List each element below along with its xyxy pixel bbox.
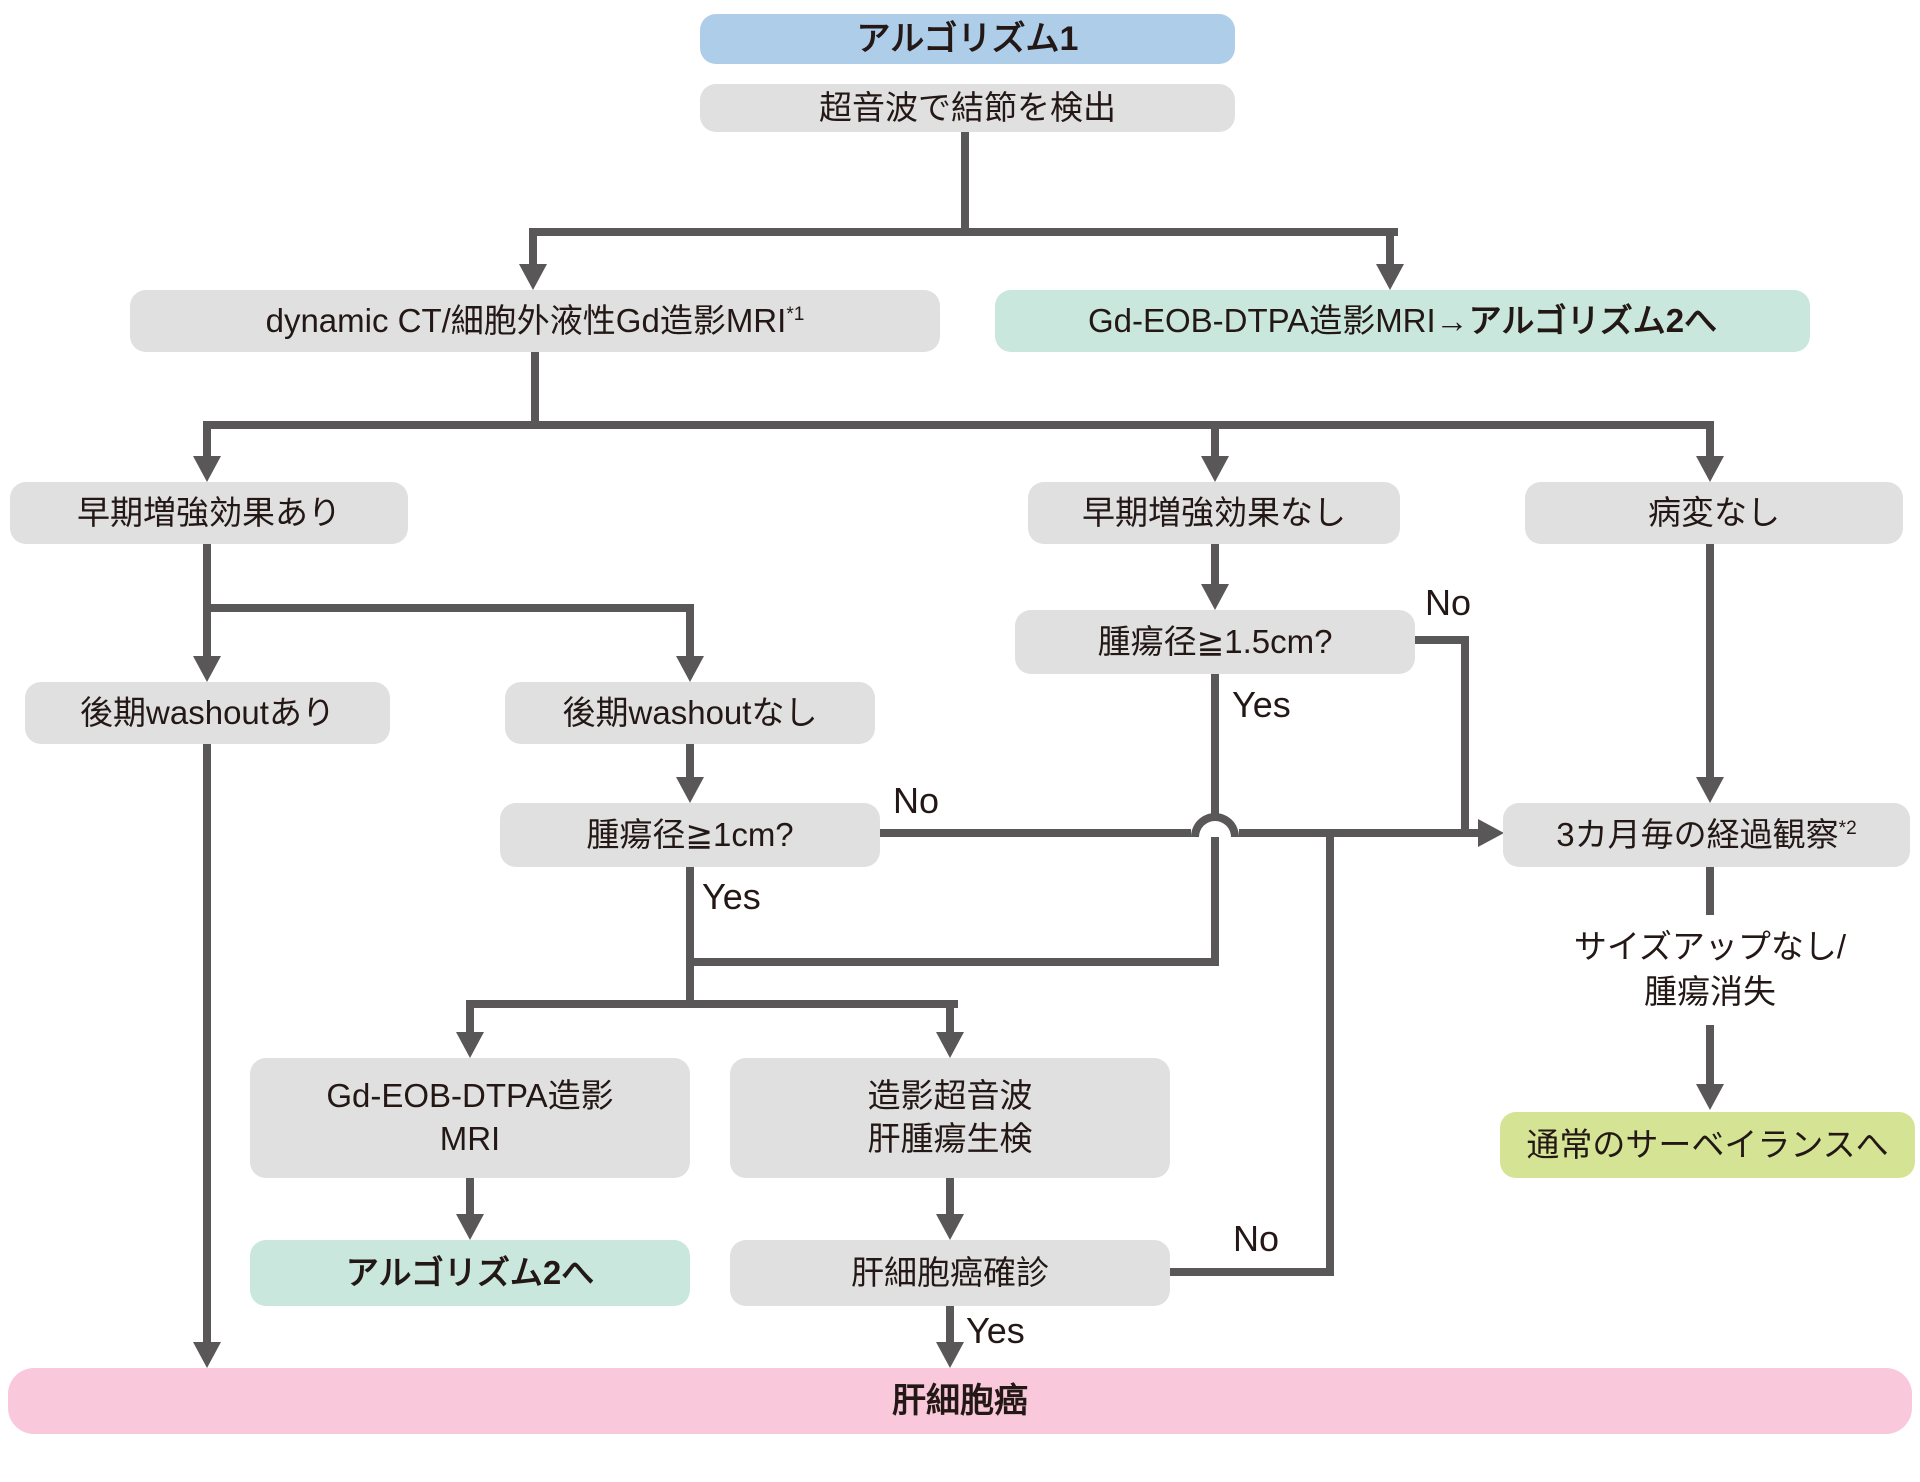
node-hcc-result: 肝細胞癌 <box>8 1368 1912 1434</box>
connector <box>946 1177 954 1216</box>
connector <box>203 544 211 604</box>
connector <box>946 1008 954 1034</box>
connector <box>1170 1268 1334 1276</box>
arrowhead-down-icon <box>936 1214 964 1240</box>
edge-label-no: No <box>893 780 940 821</box>
arrowhead-down-icon <box>676 777 704 803</box>
arrowhead-down-icon <box>936 1342 964 1368</box>
arrowhead-down-icon <box>456 1032 484 1058</box>
connector <box>1326 837 1334 1268</box>
edge-label-no: No <box>1425 582 1472 623</box>
connector <box>466 1177 474 1216</box>
node-eob-mri: Gd-EOB-DTPA造影 MRI <box>250 1058 690 1178</box>
node-eob-mri-line1: Gd-EOB-DTPA造影 <box>326 1077 614 1115</box>
node-eob-mri-line2: MRI <box>439 1120 501 1157</box>
node-eob-mri-branch-label: Gd-EOB-DTPA造影MRI→ <box>1087 301 1469 339</box>
connector <box>880 829 1191 837</box>
node-eob-mri-branch: Gd-EOB-DTPA造影MRI→アルゴリズム2へ <box>995 290 1810 352</box>
connector <box>961 132 969 228</box>
node-no-lesion: 病変なし <box>1525 482 1903 544</box>
edge-label-yes: Yes <box>1232 684 1291 725</box>
connector <box>1706 429 1714 458</box>
node-followup-label: 3カ月毎の経過観察 <box>1556 815 1839 853</box>
node-to-algorithm2: アルゴリズム2へ <box>250 1240 690 1306</box>
arrowhead-right-icon <box>1478 819 1504 847</box>
connector <box>1211 429 1219 458</box>
arrowhead-down-icon <box>1696 456 1724 482</box>
connector <box>1415 636 1469 644</box>
connector <box>203 421 1714 429</box>
edge-label-no: No <box>1233 1218 1280 1259</box>
connector <box>203 429 211 458</box>
text-no-size-up: サイズアップなし/ 腫瘍消失 <box>1510 925 1910 1014</box>
node-hcc-confirmed: 肝細胞癌確診 <box>730 1240 1170 1306</box>
node-tumor-ge-1cm: 腫瘍径≧1cm? <box>500 803 880 867</box>
footnote-1-marker: *1 <box>786 303 805 325</box>
connector <box>946 1305 954 1342</box>
text-no-size-up-line1: サイズアップなし/ <box>1573 928 1847 965</box>
connector <box>529 236 537 266</box>
connector <box>529 228 1398 236</box>
arrowhead-down-icon <box>936 1032 964 1058</box>
edge-label-yes: Yes <box>702 876 761 917</box>
connector <box>686 612 694 658</box>
connector <box>203 604 694 612</box>
connector <box>466 1008 474 1034</box>
arrowhead-down-icon <box>1201 584 1229 610</box>
text-no-size-up-line2: 腫瘍消失 <box>1644 972 1776 1010</box>
connector <box>1461 636 1469 837</box>
arrowhead-down-icon <box>1376 264 1404 290</box>
arrowhead-down-icon <box>1201 456 1229 482</box>
connector <box>466 1000 958 1008</box>
footnote-2-marker: *2 <box>1838 817 1857 839</box>
connector <box>1211 544 1219 586</box>
node-washout-absent: 後期washoutなし <box>505 682 875 744</box>
node-eob-mri-branch-bold-label: アルゴリズム2へ <box>1468 301 1718 339</box>
node-surveillance: 通常のサーベイランスへ <box>1500 1112 1915 1178</box>
node-ceus-line1: 造影超音波 <box>867 1077 1033 1115</box>
arrowhead-down-icon <box>519 264 547 290</box>
node-dynamic-ct-label: dynamic CT/細胞外液性Gd造影MRI <box>265 301 787 339</box>
connector <box>1386 236 1394 266</box>
arrowhead-down-icon <box>456 1214 484 1240</box>
node-early-enhancement-absent: 早期増強効果なし <box>1028 482 1400 544</box>
node-tumor-ge-1-5cm: 腫瘍径≧1.5cm? <box>1015 610 1415 674</box>
connector <box>203 612 211 658</box>
connector <box>203 744 211 1342</box>
connector <box>686 958 1219 966</box>
connector <box>1239 829 1480 837</box>
node-ceus-biopsy: 造影超音波肝腫瘍生検 <box>730 1058 1170 1178</box>
node-ultrasound-detect: 超音波で結節を検出 <box>700 84 1235 132</box>
node-early-enhancement-present: 早期増強効果あり <box>10 482 408 544</box>
connector <box>1706 1025 1714 1085</box>
connector <box>531 351 539 429</box>
arrowhead-down-icon <box>193 656 221 682</box>
node-followup-3months: 3カ月毎の経過観察*2 <box>1503 803 1910 867</box>
arrowhead-down-icon <box>1696 1084 1724 1110</box>
node-ceus-line2: 肝腫瘍生検 <box>867 1120 1033 1157</box>
edge-label-yes: Yes <box>966 1310 1025 1351</box>
arrowhead-down-icon <box>676 656 704 682</box>
line-bridge <box>1191 813 1239 837</box>
arrowhead-down-icon <box>1696 777 1724 803</box>
arrowhead-down-icon <box>193 456 221 482</box>
connector <box>1706 867 1714 915</box>
connector <box>1706 544 1714 779</box>
connector <box>686 867 694 1008</box>
node-algorithm1-title: アルゴリズム1 <box>700 14 1235 64</box>
arrowhead-down-icon <box>193 1342 221 1368</box>
node-washout-present: 後期washoutあり <box>25 682 390 744</box>
node-dynamic-ct: dynamic CT/細胞外液性Gd造影MRI*1 <box>130 290 940 352</box>
connector <box>686 743 694 781</box>
